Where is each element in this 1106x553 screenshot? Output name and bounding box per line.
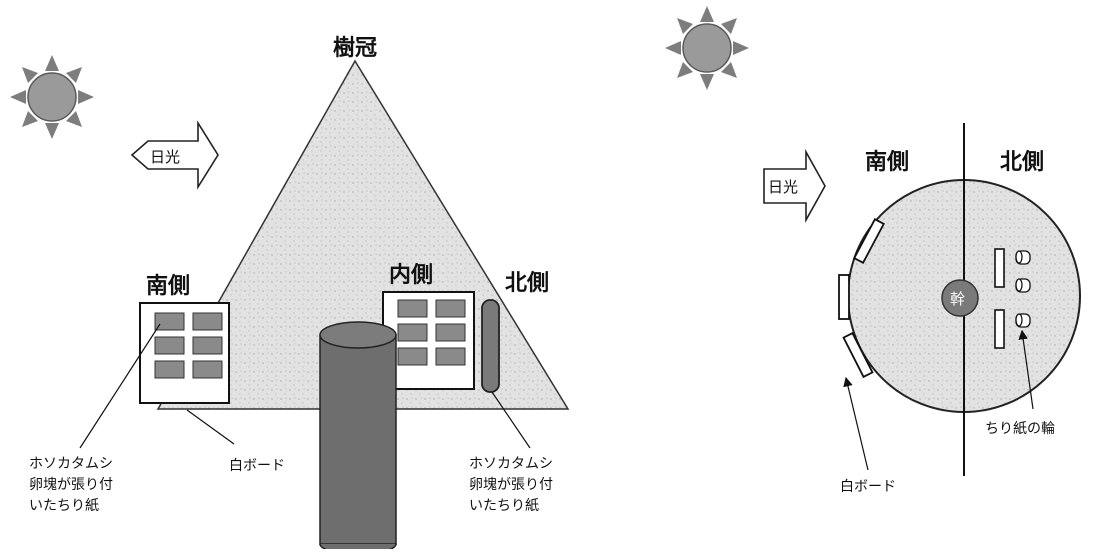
leader-line-board	[186, 409, 235, 445]
sun-icon	[10, 55, 94, 139]
svg-text:ホソカタムシ: ホソカタムシ	[469, 456, 553, 472]
sunlight-label: 日光	[150, 148, 180, 166]
note-north-tissue: ホソカタムシ 卵塊が張り付 いたちり紙	[469, 456, 553, 514]
white-board-label-left: 白ボード	[229, 458, 285, 474]
svg-text:いたちり紙: いたちり紙	[469, 498, 539, 514]
sunlight-label-right: 日光	[768, 178, 798, 196]
sunlight-arrow: 日光	[130, 120, 219, 190]
inner-side-label: 内側	[389, 263, 433, 288]
tissue-rings-right	[994, 248, 1031, 349]
svg-text:いたちり紙: いたちり紙	[29, 498, 99, 514]
trunk-core	[941, 279, 979, 317]
note-south-tissue: ホソカタムシ 卵塊が張り付 いたちり紙	[29, 456, 113, 514]
white-board-label-right: 白ボード	[840, 479, 896, 495]
tissue-ring-label: ちり紙の輪	[985, 420, 1055, 437]
arrow-to-tissue-ring	[1018, 329, 1034, 410]
arrow-to-white-board	[843, 376, 869, 471]
tree-trunk	[319, 321, 397, 553]
south-side-label-right: 南側	[865, 150, 909, 175]
sunlight-arrow-right: 日光	[763, 148, 826, 224]
svg-text:ホソカタムシ: ホソカタムシ	[29, 456, 113, 472]
white-board-south	[139, 302, 230, 404]
white-boards-right	[838, 218, 885, 379]
north-side-label: 北側	[505, 271, 549, 296]
leader-line-south-tissue	[79, 323, 161, 449]
svg-text:卵塊が張り付: 卵塊が張り付	[469, 477, 553, 493]
tissue-strip-north	[481, 299, 500, 393]
trunk-label: 幹	[950, 290, 965, 308]
svg-text:卵塊が張り付: 卵塊が張り付	[29, 477, 113, 493]
sun-icon-right	[665, 6, 749, 90]
crown-label: 樹冠	[333, 35, 377, 61]
north-side-label-right: 北側	[1000, 150, 1044, 175]
south-side-label: 南側	[146, 274, 190, 299]
leader-line-north-tissue	[491, 391, 531, 449]
